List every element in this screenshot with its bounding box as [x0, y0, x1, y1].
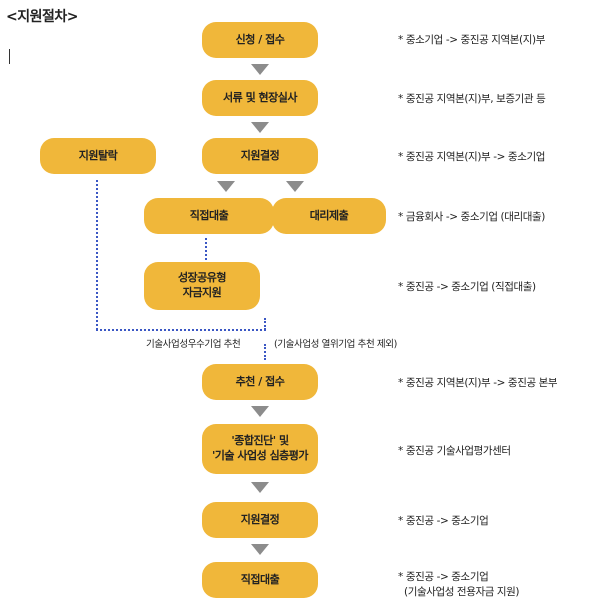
- note-text: 금융회사 -> 중소기업 (대리대출): [405, 211, 546, 223]
- recommend-box: 추천 / 접수: [202, 364, 318, 400]
- note-text: 중소기업 -> 중진공 지역본(지)부: [405, 34, 546, 46]
- recommend-exclusion-label: (기술사업성 열위기업 추천 제외): [274, 339, 397, 350]
- note-text: 중진공 지역본(지)부, 보증기관 등: [405, 93, 546, 105]
- note-subtext: (기술사업성 전용자금 지원): [404, 586, 520, 598]
- down-arrow: [251, 64, 269, 75]
- note-star: *: [398, 281, 403, 293]
- note-decision-2: *중진공 -> 중소기업: [398, 513, 489, 528]
- note-decision: *중진공 지역본(지)부 -> 중소기업: [398, 149, 545, 164]
- dotted-connector: [205, 238, 207, 260]
- note-text: 중진공 -> 중소기업: [405, 571, 489, 583]
- agency-submit-box: 대리제출: [272, 198, 386, 234]
- note-star: *: [398, 151, 403, 163]
- recommend-label: 기술사업성우수기업 추천: [146, 339, 241, 350]
- recommend-box-label: 추천 / 접수: [235, 374, 285, 388]
- dotted-path-horizontal: [96, 329, 266, 331]
- decision-label: 지원결정: [240, 148, 280, 162]
- review-label: 서류 및 현장실사: [223, 90, 298, 104]
- decision-box: 지원결정: [202, 138, 318, 174]
- withdraw-box: 지원탈락: [40, 138, 156, 174]
- down-arrow: [251, 482, 269, 493]
- note-text: 중진공 기술사업평가센터: [405, 445, 511, 457]
- withdraw-label: 지원탈락: [78, 148, 118, 162]
- apply-label: 신청 / 접수: [235, 32, 285, 46]
- note-text: 중진공 -> 중소기업: [405, 515, 489, 527]
- growth-fund-line1: 성장공유형: [177, 271, 227, 285]
- evaluation-line2: '기술 사업성 심층평가: [211, 449, 309, 462]
- down-arrow-right: [286, 181, 304, 192]
- direct-loan-label-2: 직접대출: [240, 572, 280, 586]
- note-text: 중진공 -> 중소기업 (직접대출): [405, 281, 536, 293]
- direct-loan-label: 직접대출: [189, 208, 229, 222]
- evaluation-box: '종합진단' 및 '기술 사업성 심층평가: [202, 424, 318, 474]
- evaluation-line1: '종합진단' 및: [231, 434, 289, 448]
- note-star: *: [398, 445, 403, 457]
- apply-box: 신청 / 접수: [202, 22, 318, 58]
- note-text: 중진공 지역본(지)부 -> 중소기업: [405, 151, 546, 163]
- decision-label-2: 지원결정: [240, 512, 280, 526]
- note-star: *: [398, 571, 403, 583]
- review-box: 서류 및 현장실사: [202, 80, 318, 116]
- direct-loan-box-2: 직접대출: [202, 562, 318, 598]
- text-cursor: [9, 49, 10, 64]
- down-arrow: [251, 122, 269, 133]
- decision-box-2: 지원결정: [202, 502, 318, 538]
- page-title: <지원절차>: [6, 9, 78, 25]
- note-agency: *금융회사 -> 중소기업 (대리대출): [398, 209, 545, 224]
- down-arrow: [251, 544, 269, 555]
- dotted-path-vertical: [96, 180, 98, 330]
- note-growth-fund: *중진공 -> 중소기업 (직접대출): [398, 279, 536, 294]
- note-star: *: [398, 93, 403, 105]
- growth-fund-line2: 자금지원: [182, 286, 222, 299]
- dotted-path-up: [264, 318, 266, 330]
- direct-loan-box: 직접대출: [144, 198, 274, 234]
- note-apply: *중소기업 -> 중진공 지역본(지)부: [398, 32, 545, 47]
- note-text: 중진공 지역본(지)부 -> 중진공 본부: [405, 377, 558, 389]
- dotted-path-down: [264, 344, 266, 360]
- growth-fund-box: 성장공유형 자금지원: [144, 262, 260, 310]
- down-arrow: [251, 406, 269, 417]
- note-review: *중진공 지역본(지)부, 보증기관 등: [398, 91, 546, 106]
- agency-submit-label: 대리제출: [309, 208, 349, 222]
- note-star: *: [398, 515, 403, 527]
- note-recommend: *중진공 지역본(지)부 -> 중진공 본부: [398, 375, 558, 390]
- note-star: *: [398, 211, 403, 223]
- down-arrow-left: [217, 181, 235, 192]
- note-direct-loan-2: *중진공 -> 중소기업 (기술사업성 전용자금 지원): [398, 569, 520, 599]
- note-evaluation: *중진공 기술사업평가센터: [398, 443, 511, 458]
- note-star: *: [398, 377, 403, 389]
- note-star: *: [398, 34, 403, 46]
